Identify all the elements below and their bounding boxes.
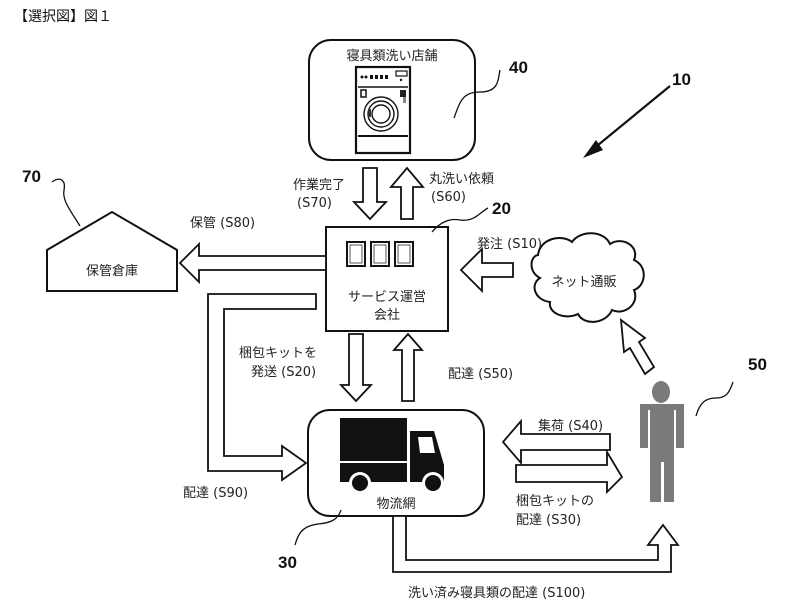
laundry-shop-node: 寝具類洗い店舗 40 bbox=[308, 39, 528, 161]
flow-s80-label: 保管 (S80) bbox=[190, 216, 255, 231]
building-windows-icon bbox=[346, 241, 414, 267]
flow-s50-label: 配達 (S50) bbox=[448, 367, 513, 382]
ref-leader-70 bbox=[51, 178, 81, 227]
flow-s100-label: 洗い済み寝具類の配達 (S100) bbox=[408, 585, 585, 601]
ref-leader-20 bbox=[431, 207, 489, 233]
ref-leader-40 bbox=[453, 69, 501, 119]
ref-label-20: 20 bbox=[492, 199, 511, 218]
logistics-node: 物流網 30 bbox=[278, 409, 485, 572]
flow-s20-line2: 発送 (S20) bbox=[251, 365, 316, 380]
flow-s100: 洗い済み寝具類の配達 (S100) bbox=[392, 515, 680, 601]
online-shop-node: ネット通販 bbox=[530, 232, 645, 323]
arrow-u-s100 bbox=[392, 515, 680, 573]
ref-label-70: 70 bbox=[22, 167, 41, 186]
system-ref-10: 10 bbox=[583, 70, 691, 158]
flow-s30: 梱包キットの 配達 (S30) bbox=[515, 448, 624, 528]
arrow-left-s40 bbox=[501, 418, 611, 466]
flow-s70: 作業完了 (S70) bbox=[293, 167, 389, 221]
figure-title: 【選択図】図１ bbox=[14, 9, 112, 25]
flow-s70-line2: (S70) bbox=[297, 196, 332, 211]
arrow-down-s20 bbox=[338, 333, 374, 403]
flow-s50: 配達 (S50) bbox=[392, 332, 513, 402]
truck-icon bbox=[340, 418, 444, 494]
flow-customer-to-online-shop bbox=[619, 318, 656, 376]
system-pointer-line bbox=[591, 85, 671, 151]
service-company-label-line2: 会社 bbox=[374, 307, 400, 323]
flow-s90-label: 配達 (S90) bbox=[183, 486, 248, 501]
ref-label-40: 40 bbox=[509, 58, 528, 77]
washing-machine-icon bbox=[354, 65, 412, 155]
arrow-right-s30 bbox=[515, 448, 624, 495]
flow-s20: 梱包キットを 発送 (S20) bbox=[239, 333, 374, 403]
person-icon bbox=[640, 381, 684, 502]
customer-node: 50 bbox=[640, 355, 767, 502]
cloud-shape bbox=[530, 232, 645, 323]
flow-s20-line1: 梱包キットを bbox=[239, 346, 317, 361]
flow-s70-line1: 作業完了 bbox=[293, 177, 345, 193]
warehouse-node: 保管倉庫 70 bbox=[22, 167, 178, 292]
ref-leader-50 bbox=[695, 381, 734, 417]
arrow-left-s10 bbox=[459, 246, 514, 294]
laundry-shop-label: 寝具類洗い店舗 bbox=[346, 48, 437, 64]
flow-s10-label: 発注 (S10) bbox=[477, 237, 542, 252]
warehouse-label: 保管倉庫 bbox=[86, 264, 138, 279]
flow-s60-line1: 丸洗い依頼 bbox=[429, 172, 494, 187]
flow-s90: 配達 (S90) bbox=[183, 293, 317, 501]
arrow-diagonal-customer-online bbox=[619, 318, 656, 376]
flow-s30-line2: 配達 (S30) bbox=[516, 513, 581, 528]
flow-s40-label: 集荷 (S40) bbox=[538, 418, 603, 434]
ref-leader-30 bbox=[294, 509, 342, 546]
flow-s60: 丸洗い依頼 (S60) bbox=[389, 166, 494, 220]
ref-label-30: 30 bbox=[278, 553, 297, 572]
system-pointer-arrowhead bbox=[583, 140, 603, 158]
ref-label-50: 50 bbox=[748, 355, 767, 374]
arrow-down-s70 bbox=[351, 167, 389, 221]
arrow-l-s90 bbox=[207, 293, 317, 482]
flow-s60-line2: (S60) bbox=[431, 190, 466, 205]
flow-s40: 集荷 (S40) bbox=[501, 418, 611, 466]
logistics-label: 物流網 bbox=[376, 497, 415, 512]
online-shop-label: ネット通販 bbox=[551, 275, 616, 290]
ref-label-10: 10 bbox=[672, 70, 691, 89]
flow-s80: 保管 (S80) bbox=[178, 216, 327, 285]
flow-s30-line1: 梱包キットの bbox=[516, 494, 594, 509]
arrow-up-s50 bbox=[392, 332, 424, 402]
flow-s10: 発注 (S10) bbox=[459, 237, 542, 294]
service-company-label-line1: サービス運営 bbox=[348, 290, 426, 305]
service-company-node: サービス運営 会社 20 bbox=[325, 199, 511, 332]
warehouse-house-shape bbox=[46, 210, 178, 292]
arrow-left-s80 bbox=[178, 241, 327, 285]
arrow-up-s60 bbox=[389, 166, 425, 220]
